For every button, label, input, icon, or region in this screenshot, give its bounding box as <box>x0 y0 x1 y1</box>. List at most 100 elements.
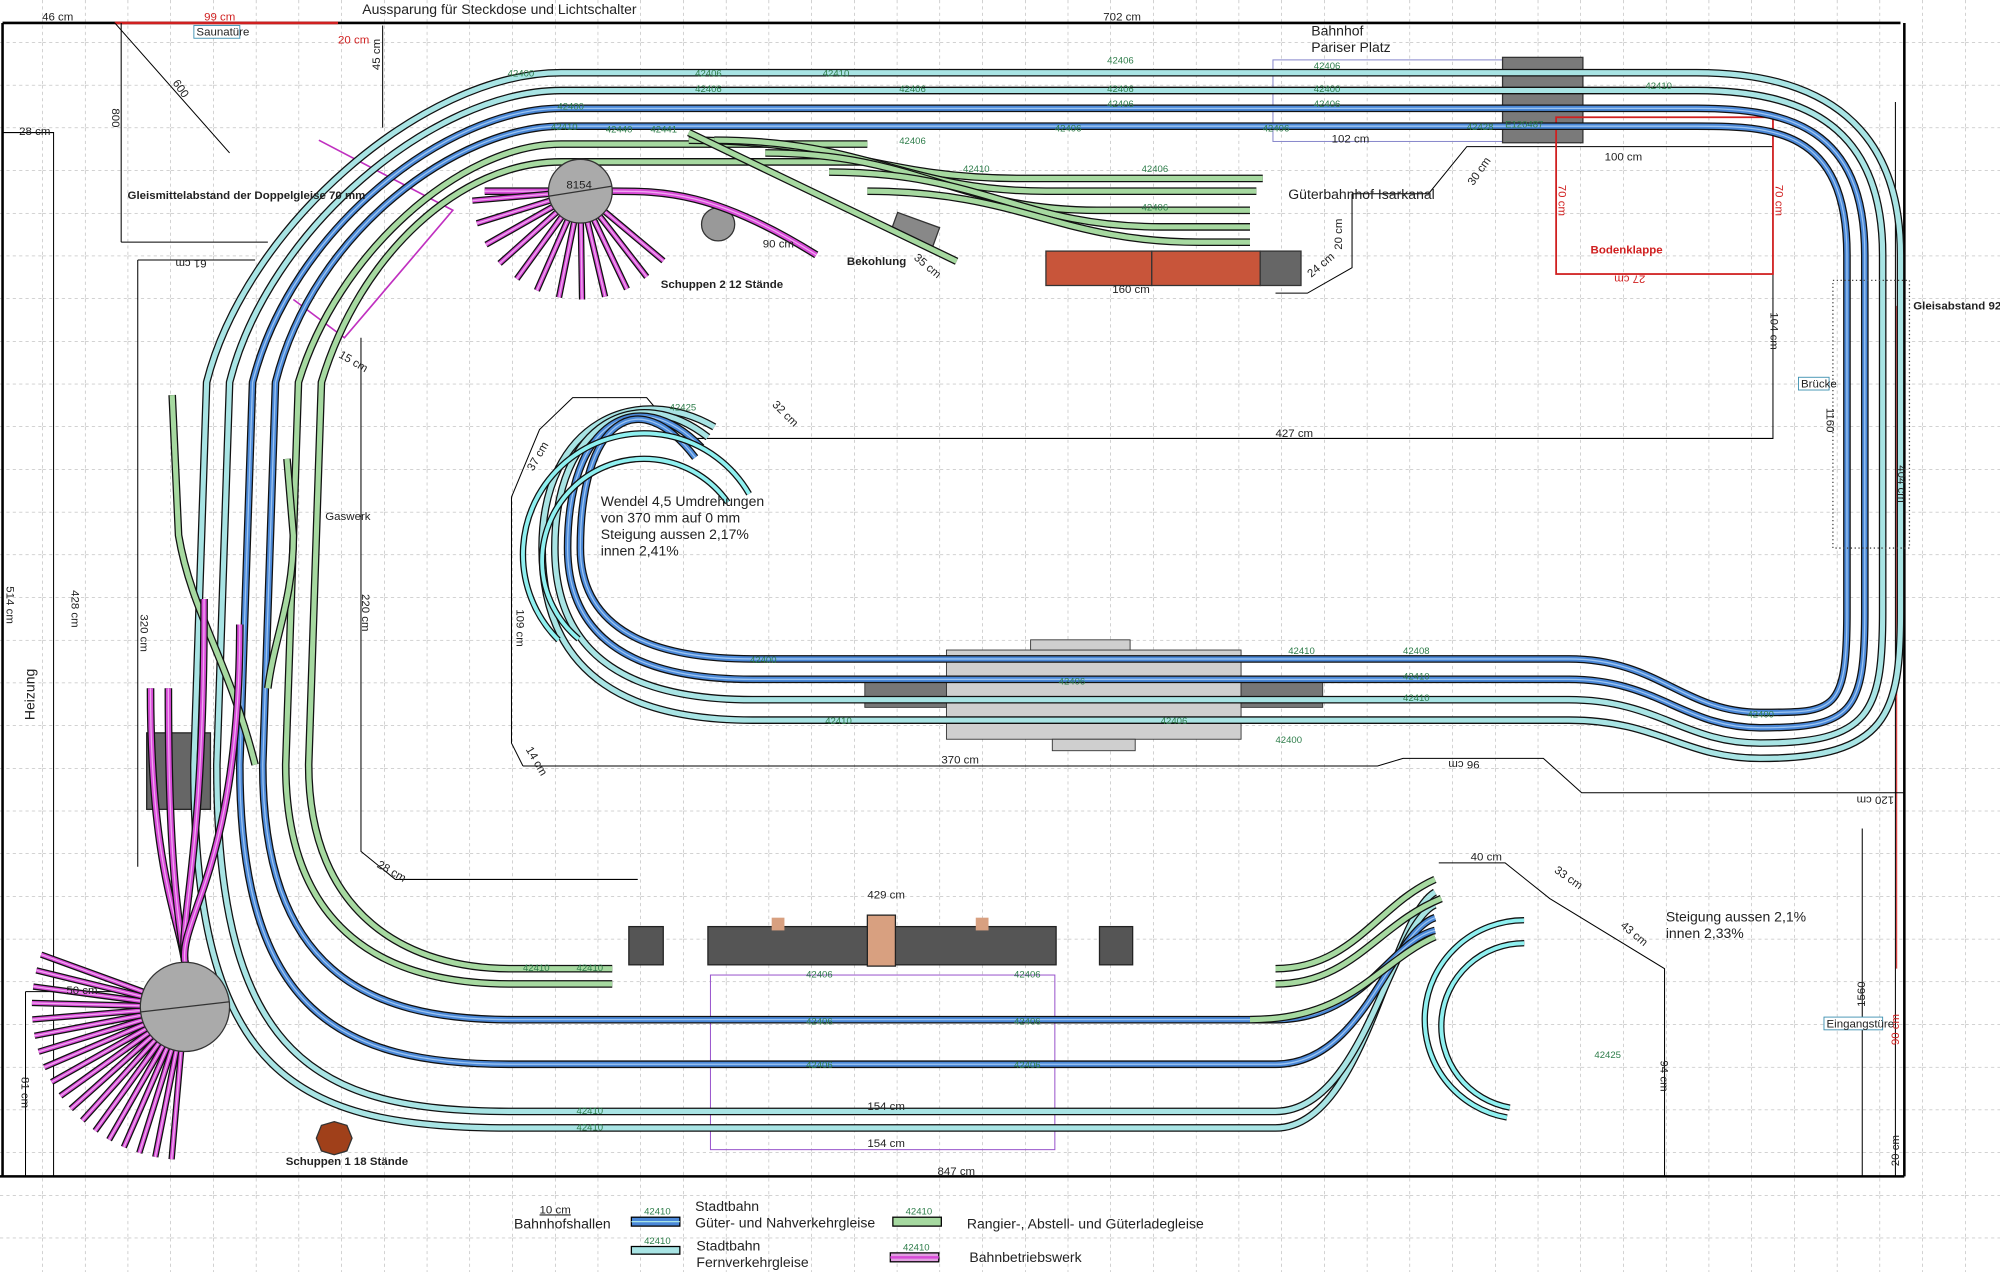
helix2-track <box>1421 917 1525 1121</box>
label: 42406 <box>1314 99 1341 110</box>
label: 404 cm <box>1895 465 1907 503</box>
label: 427 cm <box>1276 428 1314 440</box>
label: 61 cm <box>175 257 206 269</box>
label: 42410 <box>1288 646 1315 657</box>
gasworks-siding <box>168 394 259 766</box>
turntable-1-stall-track <box>43 1021 146 1071</box>
label: 320 cm <box>137 614 149 652</box>
label: 42406 <box>695 84 722 95</box>
shed2-label: Schuppen 2 12 Stände <box>661 279 783 291</box>
entrance-door-tag[interactable]: Eingangstüre <box>1823 1016 1894 1030</box>
label: 81 cm <box>19 1077 31 1108</box>
freight-siding <box>687 129 959 265</box>
turntable-2-stall-track <box>497 210 559 266</box>
tracks <box>146 68 1911 1132</box>
label: 96 cm <box>1448 758 1479 770</box>
bridge-spacing-label: Gleisabstand 92 mm <box>1913 301 2000 313</box>
label: 847 cm <box>938 1166 976 1178</box>
label: 42428 <box>1467 122 1494 133</box>
floor-hatch-label: Bodenklappe <box>1591 245 1663 257</box>
turntable-2-stall-track <box>533 219 571 292</box>
spur-track <box>1275 895 1443 988</box>
turntable-1-stall-track <box>68 1034 154 1112</box>
legend-rangier-swatch: 42410 <box>892 1207 942 1227</box>
legend-fernverkehr-2: Fernverkehrgleise <box>696 1254 808 1270</box>
helix2-line-2: innen 2,33% <box>1666 925 1744 941</box>
label: 42406 <box>806 1060 833 1071</box>
freight-crane <box>1259 250 1302 287</box>
label: 42406 <box>1107 56 1134 67</box>
turntable-1-stall-track <box>92 1041 162 1133</box>
label: 42406 <box>1263 123 1290 134</box>
legend-bbw: Bahnbetriebswerk <box>969 1249 1082 1265</box>
label: 100 cm <box>1605 152 1643 164</box>
bbw-track <box>180 624 244 963</box>
label: 20 cm <box>338 34 369 46</box>
helix1-track <box>519 430 752 643</box>
label: 42440 <box>606 125 633 136</box>
label: 42400 <box>750 655 777 666</box>
label: 42406 <box>806 970 833 981</box>
turntable-1-stall-track <box>50 1026 148 1085</box>
track-number-labels: 42400 42406 42410 42406 42406 42410 4240… <box>508 56 1774 1134</box>
turntable-1-stall-track <box>40 951 145 995</box>
label: 154 cm <box>867 1138 905 1150</box>
turntable-1-bridge <box>140 1001 230 1013</box>
bridge <box>1832 279 1911 549</box>
label: 40 cm <box>1471 851 1502 863</box>
helix1-line-4: innen 2,41% <box>601 543 679 559</box>
turntable-2-stall-track <box>472 190 549 204</box>
label: 42406 <box>1059 676 1086 687</box>
turntable-1-stall-track <box>106 1044 166 1142</box>
bottom-building-2 <box>1098 925 1134 966</box>
siding-track <box>304 158 868 973</box>
label: 702 cm <box>1103 11 1141 23</box>
turntables <box>31 158 666 1160</box>
label: 42410 <box>577 1123 604 1134</box>
label: 370 cm <box>941 754 979 766</box>
label: 94 cm <box>1658 1060 1670 1091</box>
label: 20 cm <box>1890 1135 1902 1166</box>
label: 42406 <box>899 84 926 95</box>
label: 46 cm <box>42 11 73 23</box>
turntable-1-stall-track <box>32 1007 141 1023</box>
label: 27 cm <box>1614 272 1645 284</box>
top-note: Aussparung für Steckdose und Lichtschalt… <box>362 1 637 17</box>
main-loop-track <box>190 68 1905 1132</box>
bbw-track <box>484 187 819 259</box>
turntable-1-stall-track <box>34 1012 142 1039</box>
turntable-1-stall-track <box>136 1048 175 1154</box>
label: 42410 <box>963 164 990 175</box>
sauna-door-tag[interactable]: Saunatüre <box>193 25 250 39</box>
turntable-1-stall-track <box>120 1046 171 1149</box>
label: 428 cm <box>68 590 80 628</box>
label: 42410 <box>644 1236 671 1247</box>
label: 70 cm <box>1773 185 1785 216</box>
label: 42406 <box>1142 164 1169 175</box>
label: E120487 <box>1505 119 1543 130</box>
turntable2-id: 8154 <box>566 180 592 192</box>
label: 429 cm <box>867 890 905 902</box>
label: 42410 <box>551 122 578 133</box>
label: 154 cm <box>867 1101 905 1113</box>
bridge-label: Brücke <box>1801 378 1837 390</box>
freight-siding <box>829 168 1250 231</box>
floor-hatch <box>1555 116 1774 275</box>
bridge-tag: Brücke <box>1798 376 1837 390</box>
label: 1560 <box>1856 981 1868 1007</box>
label: 42406 <box>1014 970 1041 981</box>
label: 514 cm <box>3 586 15 624</box>
turntable-1-stall-track <box>37 1016 144 1055</box>
label: 42425 <box>1594 1050 1621 1061</box>
turntable-1-stall-track <box>152 1050 180 1158</box>
station-top-name-1: Bahnhof <box>1311 23 1363 39</box>
legend-nahverkehr-1: Stadtbahn <box>695 1198 759 1214</box>
label: 42410 <box>644 1207 671 1218</box>
turntable-1-stall-track <box>168 1051 185 1160</box>
main-loop-track <box>258 122 1851 1024</box>
label: 42410 <box>1403 693 1430 704</box>
label: 90 cm <box>763 238 794 250</box>
label: 90 cm <box>1890 1014 1902 1045</box>
